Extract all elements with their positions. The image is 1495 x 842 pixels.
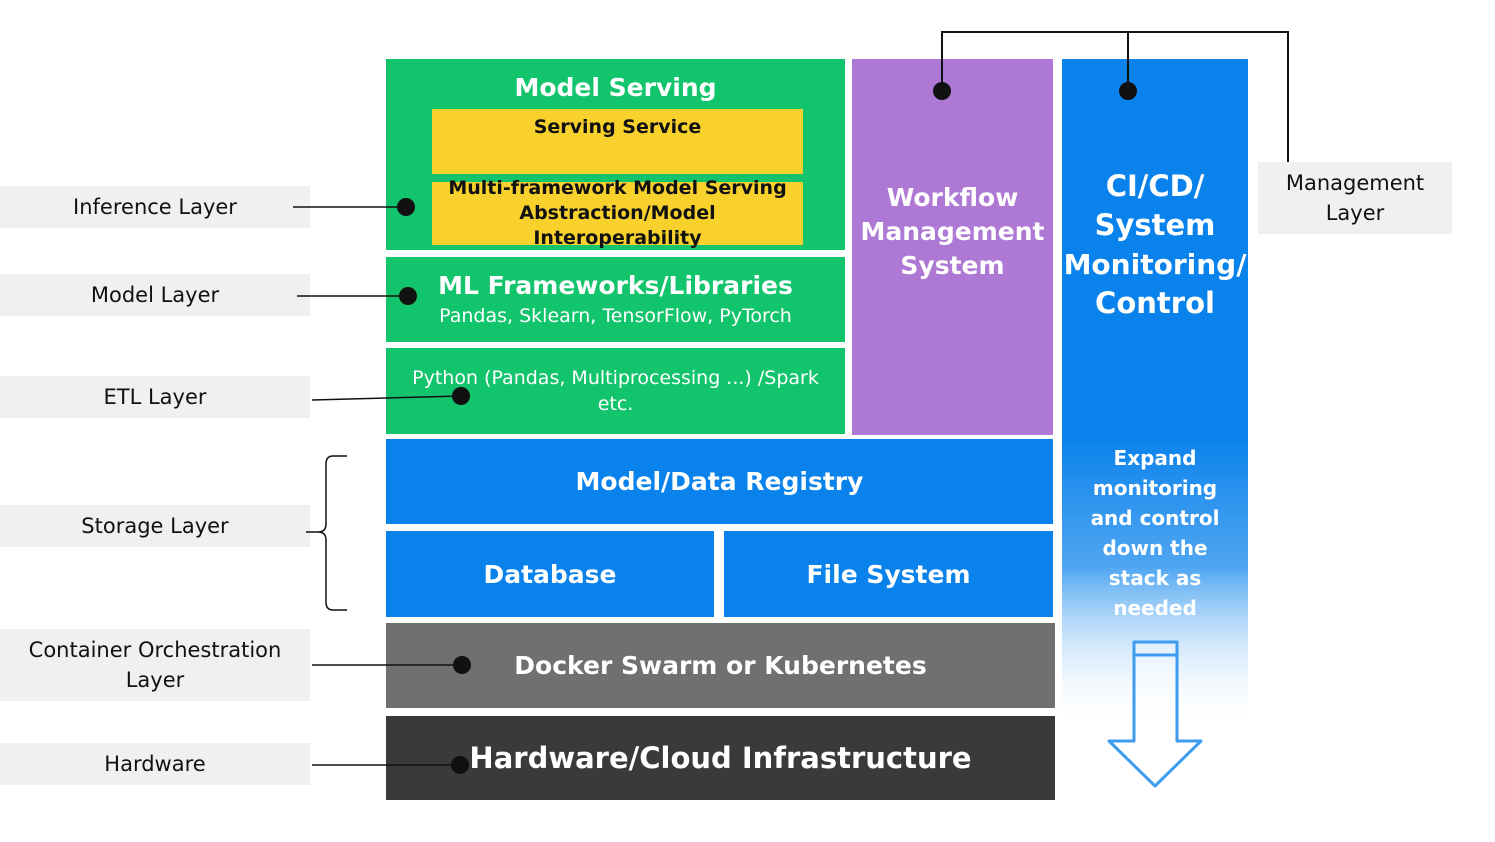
expand-gradient-column <box>1062 437 1248 727</box>
model-dot <box>399 287 417 305</box>
cicd-monitoring-block: CI/CD/ System Monitoring/ Control <box>1062 59 1248 438</box>
inference-dot <box>397 198 415 216</box>
cicd-line3: Monitoring/ <box>1063 248 1247 281</box>
etl-line1: Python (Pandas, Multiprocessing ...) /Sp… <box>412 367 819 389</box>
expand-text-group: Expand monitoring and control down the s… <box>1062 443 1248 623</box>
storage-layer-text: Storage Layer <box>81 514 229 538</box>
etl-line2: etc. <box>597 393 634 415</box>
expand-line3: and control <box>1090 506 1220 530</box>
database-block: Database <box>386 531 714 617</box>
management-label-line2: Layer <box>1325 201 1385 225</box>
docker-text: Docker Swarm or Kubernetes <box>514 651 927 680</box>
management-connector-line <box>941 31 1289 162</box>
cicd-line4: Control <box>1095 286 1215 320</box>
storage-brace <box>306 455 347 611</box>
down-arrow-icon <box>1107 640 1203 788</box>
serving-service-box: Serving Service <box>432 109 803 174</box>
model-serving-block: Model Serving Serving Service Multi-fram… <box>386 59 845 250</box>
ml-frameworks-block: ML Frameworks/Libraries Pandas, Sklearn,… <box>386 257 845 342</box>
workflow-line2: Management <box>860 217 1045 246</box>
container-orchestration-layer-label: Container Orchestration Layer <box>0 629 310 701</box>
expand-line5: stack as <box>1108 566 1202 590</box>
container-dot <box>453 656 471 674</box>
hardware-dot <box>451 756 469 774</box>
workflow-line3: System <box>900 251 1005 280</box>
workflow-dot <box>933 82 951 100</box>
expand-line2: monitoring <box>1092 476 1218 500</box>
registry-text: Model/Data Registry <box>575 467 864 496</box>
management-layer-label: Management Layer <box>1258 162 1452 234</box>
hardware-label: Hardware <box>0 743 310 785</box>
file-system-text: File System <box>806 559 971 589</box>
serving-service-text: Serving Service <box>533 116 702 138</box>
cicd-line1: CI/CD/ <box>1105 169 1205 203</box>
etl-layer-label: ETL Layer <box>0 376 310 418</box>
storage-layer-label: Storage Layer <box>0 505 310 547</box>
workflow-management-block: Workflow Management System <box>852 59 1053 435</box>
etl-connector-line <box>311 395 462 401</box>
database-text: Database <box>483 559 617 589</box>
workflow-line1: Workflow <box>886 183 1019 212</box>
container-label-line1: Container Orchestration <box>28 638 282 662</box>
hardware-cloud-text: Hardware/Cloud Infrastructure <box>469 741 972 775</box>
management-label-line1: Management <box>1285 171 1425 195</box>
model-serving-title: Model Serving <box>514 73 717 102</box>
model-layer-label: Model Layer <box>0 274 310 316</box>
multi-framework-line2: Abstraction/Model Interoperability <box>519 202 716 249</box>
etl-dot <box>452 387 470 405</box>
etl-layer-text: ETL Layer <box>103 385 207 409</box>
inference-layer-label: Inference Layer <box>0 186 310 228</box>
ml-frameworks-subtitle: Pandas, Sklearn, TensorFlow, PyTorch <box>439 304 792 327</box>
expand-line4: down the <box>1102 536 1208 560</box>
ml-frameworks-title: ML Frameworks/Libraries <box>438 270 793 300</box>
cicd-text-group: CI/CD/ System Monitoring/ Control <box>1062 167 1248 323</box>
docker-kubernetes-block: Docker Swarm or Kubernetes <box>386 623 1055 708</box>
model-data-registry-block: Model/Data Registry <box>386 439 1053 524</box>
expand-line1: Expand <box>1113 446 1197 470</box>
multi-framework-box: Multi-framework Model Serving Abstractio… <box>432 177 803 249</box>
inference-layer-text: Inference Layer <box>73 195 237 219</box>
container-label-line2: Layer <box>125 668 185 692</box>
multi-framework-line1: Multi-framework Model Serving <box>448 177 787 199</box>
model-layer-text: Model Layer <box>90 283 220 307</box>
expand-line6: needed <box>1113 596 1197 620</box>
hardware-cloud-block: Hardware/Cloud Infrastructure <box>386 716 1055 800</box>
cicd-line2: System <box>1094 208 1216 242</box>
file-system-block: File System <box>724 531 1053 617</box>
hardware-label-text: Hardware <box>104 752 206 776</box>
cicd-dot <box>1119 82 1137 100</box>
